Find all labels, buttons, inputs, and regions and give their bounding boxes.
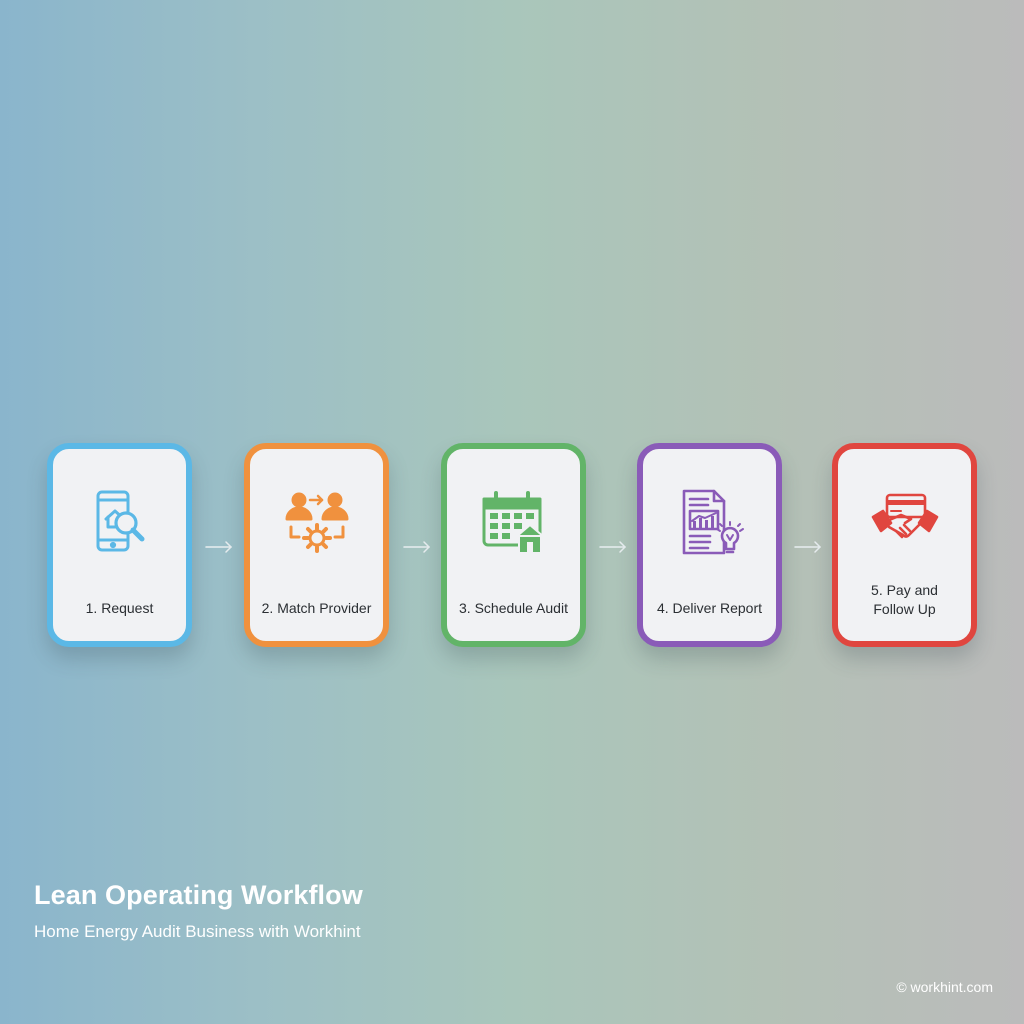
phone-search-icon bbox=[84, 487, 156, 559]
arrow-icon bbox=[401, 538, 433, 556]
step-card-request: 1. Request bbox=[47, 443, 192, 647]
arrow-icon bbox=[792, 538, 824, 556]
handshake-card-icon bbox=[869, 487, 941, 559]
step-card-schedule-audit: 3. Schedule Audit bbox=[441, 443, 586, 647]
step-label: 3. Schedule Audit bbox=[459, 600, 568, 616]
step-card-match-provider: 2. Match Provider bbox=[244, 443, 389, 647]
step-label-line: 5. Pay and bbox=[871, 582, 938, 598]
arrow-icon bbox=[203, 538, 235, 556]
step-card-pay-and-follow-up: 5. Pay and Follow Up bbox=[832, 443, 977, 647]
arrow-icon bbox=[597, 538, 629, 556]
step-label: 1. Request bbox=[85, 600, 154, 616]
people-gear-icon bbox=[281, 487, 353, 559]
page-subtitle: Home Energy Audit Business with Workhint bbox=[34, 922, 361, 941]
step-label: 2. Match Provider bbox=[261, 600, 372, 616]
report-lightbulb-icon bbox=[674, 487, 746, 559]
step-card-deliver-report: 4. Deliver Report bbox=[637, 443, 782, 647]
step-label: 5. Pay and Follow Up bbox=[838, 581, 971, 619]
step-label-line: Follow Up bbox=[873, 601, 936, 617]
calendar-house-icon bbox=[478, 487, 550, 559]
watermark: © workhint.com bbox=[896, 979, 993, 995]
step-label: 4. Deliver Report bbox=[656, 600, 763, 616]
page-title: Lean Operating Workflow bbox=[34, 880, 363, 910]
